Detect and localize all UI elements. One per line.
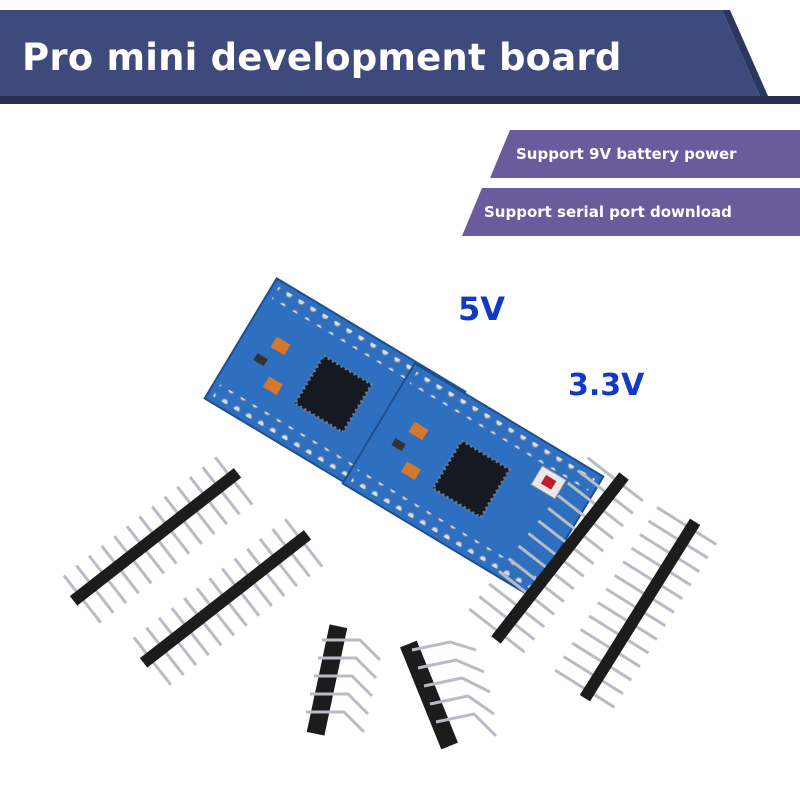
voltage-label-5v: 5V <box>458 290 506 328</box>
tag-shape <box>462 188 800 236</box>
pin-header-left-1 <box>62 456 254 624</box>
feature-label: Support 9V battery power <box>516 145 737 163</box>
board-3v3 <box>341 361 605 599</box>
pin-header-left-2 <box>132 518 324 686</box>
page-title: Pro mini development board <box>22 36 622 79</box>
pin-header-right-1 <box>468 456 644 654</box>
boards-and-headers-image <box>62 276 718 750</box>
feature-tag-serial: Support serial port download <box>462 188 800 236</box>
pin-header-angled-1 <box>306 624 382 736</box>
pin-header-angled-2 <box>400 640 498 750</box>
pin-header-right-2 <box>554 506 718 709</box>
voltage-label-3v3: 3.3V <box>568 368 645 403</box>
header-banner: Pro mini development board <box>0 0 800 110</box>
banner-shape <box>0 10 800 104</box>
feature-label: Support serial port download <box>484 203 732 221</box>
feature-tag-battery: Support 9V battery power <box>490 130 800 178</box>
product-photo <box>0 240 800 800</box>
tag-shape <box>490 130 800 178</box>
